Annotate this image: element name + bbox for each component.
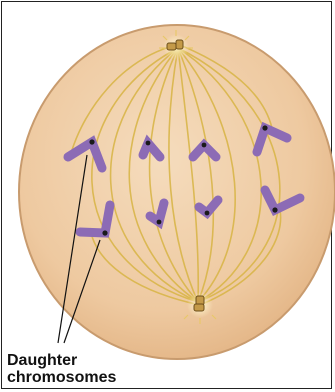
- cell-body: [19, 25, 335, 359]
- label-line-2: chromosomes: [7, 369, 116, 386]
- label-line-1: Daughter: [7, 352, 116, 369]
- daughter-chromosomes-label: Daughter chromosomes: [7, 352, 116, 386]
